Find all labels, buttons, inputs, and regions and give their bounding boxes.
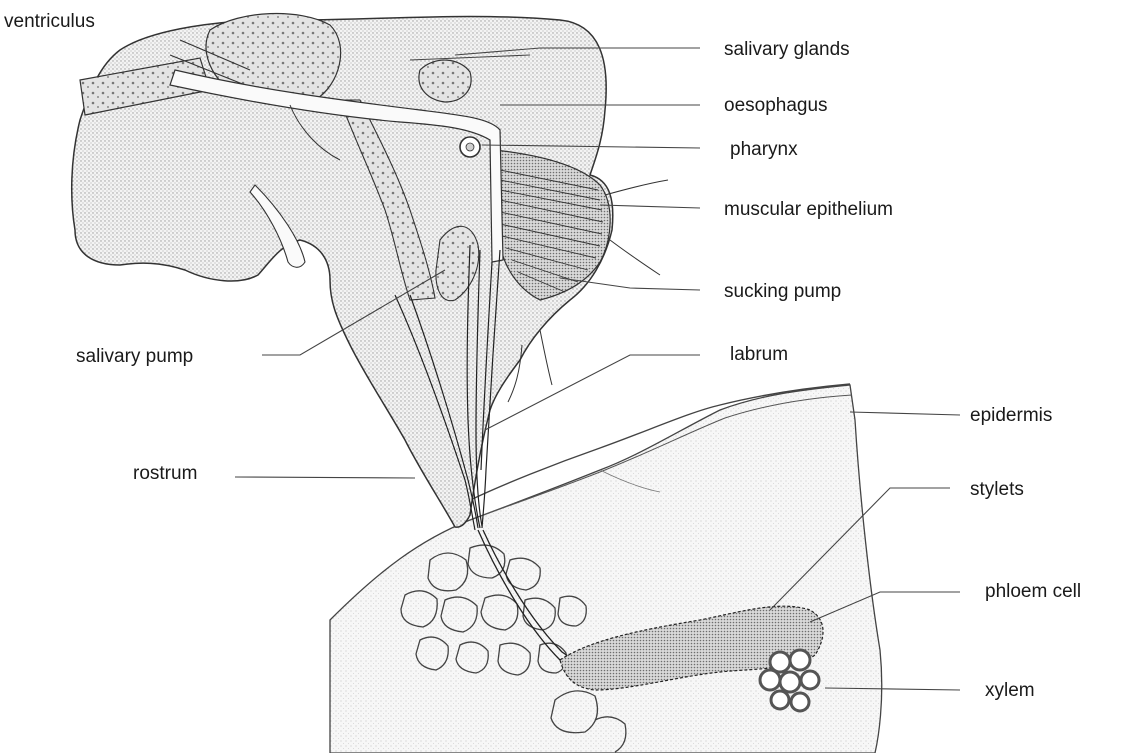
label-sucking-pump: sucking pump — [724, 282, 841, 301]
label-pharynx: pharynx — [730, 140, 798, 159]
label-stylets: stylets — [970, 480, 1024, 499]
label-rostrum: rostrum — [133, 464, 197, 483]
label-salivary-pump: salivary pump — [76, 347, 193, 366]
label-muscular-epithelium: muscular epithelium — [724, 200, 893, 219]
label-ventriculus: ventriculus — [4, 12, 95, 31]
label-oesophagus: oesophagus — [724, 96, 828, 115]
label-salivary-glands: salivary glands — [724, 40, 850, 59]
label-phloem-cell: phloem cell — [985, 582, 1081, 601]
label-epidermis: epidermis — [970, 406, 1052, 425]
label-xylem: xylem — [985, 681, 1035, 700]
label-labrum: labrum — [730, 345, 788, 364]
